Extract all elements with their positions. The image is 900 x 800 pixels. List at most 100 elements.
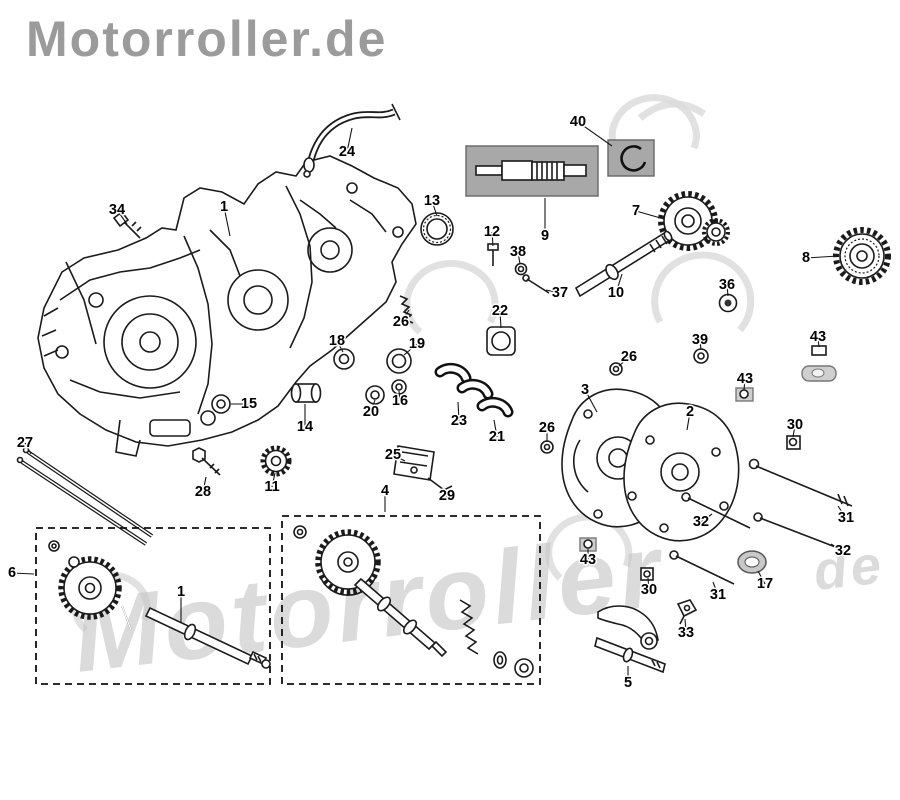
callout-32: 32 [693,514,709,530]
callout-17: 17 [757,576,773,592]
callout-40: 40 [570,114,586,130]
callout-36: 36 [719,277,735,293]
leader-line-22 [499,310,502,329]
gear-part-8 [833,227,891,285]
leader-line-36 [726,284,729,297]
callout-5: 5 [624,675,632,691]
leader-line-6 [11,572,35,575]
leader-line-39 [699,339,702,351]
callout-26: 26 [621,349,637,365]
leader-line-19 [403,343,418,356]
leader-line-27 [24,442,32,455]
leader-line-32 [830,543,844,552]
callout-43: 43 [580,552,596,568]
bearing-part-13 [420,212,454,246]
washer-cluster [211,295,414,414]
kit-box-part-4 [281,515,541,685]
kit-box-part-6 [35,527,271,685]
leader-line-17 [757,570,766,585]
callout-leader-lines [11,121,847,683]
callout-3: 3 [581,382,589,398]
fasteners-12-38-37 [487,243,550,294]
leader-line-2 [686,411,691,431]
callout-37: 37 [552,285,568,301]
leader-line-12 [491,231,494,247]
leader-line-26 [400,309,410,323]
shaft-part-10 [574,230,673,298]
callout-8: 8 [802,250,810,266]
leader-line-24 [346,127,353,153]
callout-22: 22 [492,303,508,319]
bolt-part-28 [192,447,221,476]
right-fasteners-group [540,293,853,625]
callout-14: 14 [297,419,313,435]
bolt-part-34 [112,210,142,239]
leader-line-37 [545,289,561,294]
leader-line-31 [712,581,719,596]
callout-26: 26 [539,420,555,436]
leader-line-33 [684,618,687,634]
leader-line-28 [202,476,207,493]
callout-24: 24 [339,144,355,160]
leader-line-11 [271,472,276,488]
leader-line-30 [647,577,650,591]
leader-line-25 [392,454,406,462]
callout-6: 6 [8,565,16,581]
leader-line-20 [370,399,376,413]
callout-28: 28 [195,484,211,500]
header-watermark-text: Motorroller.de [26,11,387,67]
callout-25: 25 [385,447,401,463]
leader-line-23 [457,401,460,422]
callout-2: 2 [686,404,694,420]
callout-43: 43 [737,371,753,387]
callout-21: 21 [489,429,505,445]
lever-part-5 [594,605,666,674]
callout-12: 12 [484,224,500,240]
cover-part-2 [623,402,740,542]
bracket-25-29 [393,445,453,499]
callout-33: 33 [678,625,694,641]
callout-13: 13 [424,193,440,209]
leader-line-21 [493,419,498,438]
callout-39: 39 [692,332,708,348]
diagonal-watermark-suffix: de [811,534,888,602]
leader-line-38 [517,251,521,265]
leader-line-43 [817,336,820,348]
highlight-box-circlip-40 [607,139,655,177]
leader-line-40 [577,121,613,147]
callout-20: 20 [363,404,379,420]
callout-29: 29 [439,488,455,504]
callout-30: 30 [641,582,657,598]
leader-line-3 [584,389,598,413]
crankcase-part-1 [37,155,417,457]
breather-pipe-24 [303,103,401,178]
callout-38: 38 [510,244,526,260]
callout-1: 1 [220,199,228,215]
callout-15: 15 [241,396,257,412]
gear-part-11 [260,445,292,477]
callout-18: 18 [329,333,345,349]
leader-line-1 [223,206,231,237]
callout-10: 10 [608,285,624,301]
callout-19: 19 [409,336,425,352]
leader-line-8 [805,255,839,259]
callout-26: 26 [393,314,409,330]
leader-line-32 [700,513,713,523]
callout-1: 1 [177,584,185,600]
leader-line-31 [837,505,847,519]
leader-line-7 [635,210,665,220]
leader-line-43 [743,378,746,391]
leader-line-29 [443,488,448,497]
callout-4: 4 [381,483,389,499]
callout-30: 30 [787,417,803,433]
leader-line-34 [116,209,128,225]
callout-9: 9 [541,228,549,244]
callout-43: 43 [810,329,826,345]
leader-line-16 [398,390,401,402]
guide-and-weights-22-23-21 [434,326,516,418]
callout-32: 32 [835,543,851,559]
callout-27: 27 [17,435,33,451]
